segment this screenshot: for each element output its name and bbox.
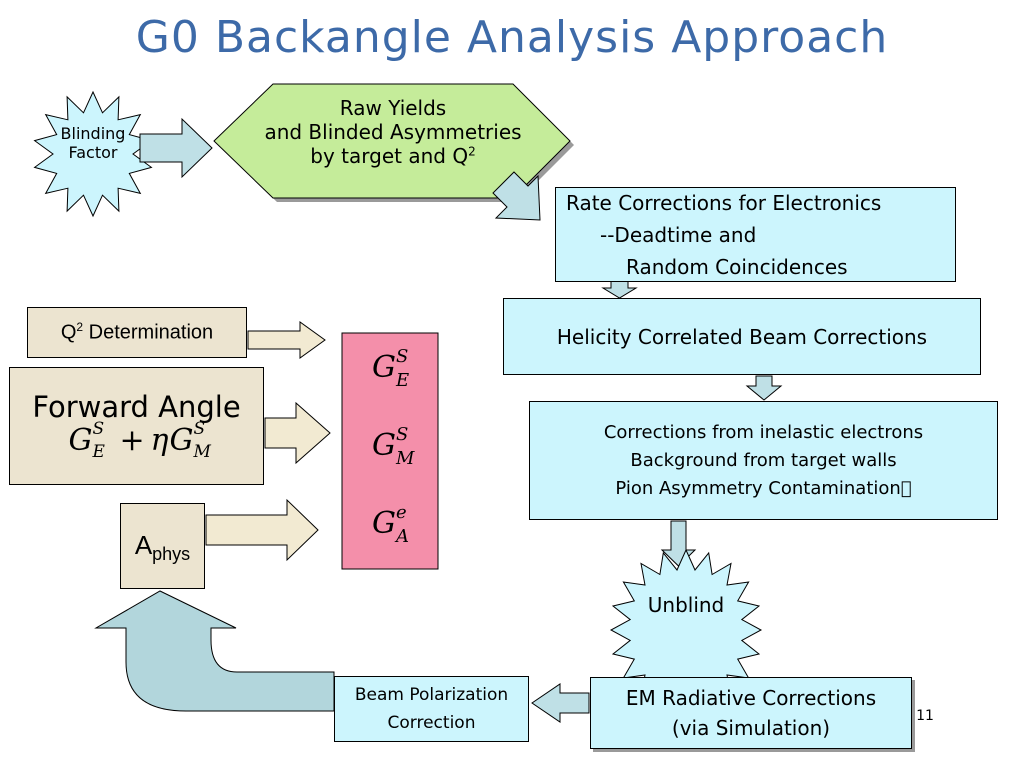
rate-corrections-box: Rate Corrections for Electronics --Deadt…	[555, 187, 956, 282]
result-gsm: G S M	[372, 424, 415, 469]
result-gea: G e A	[372, 502, 409, 547]
curved-arrow-to-aphys	[94, 590, 335, 712]
result-gse: G S E	[372, 346, 410, 391]
aphys-box: Aphys	[120, 503, 205, 589]
blinding-factor-label: Blinding Factor	[60, 124, 126, 163]
beam-polarization-box: Beam Polarization Correction	[334, 676, 529, 742]
helicity-corrections-box: Helicity Correlated Beam Corrections	[503, 298, 981, 375]
page-number: 11	[916, 708, 934, 724]
arrow-q2-to-results	[247, 321, 326, 359]
inelastic-corrections-box: Corrections from inelastic electrons Bac…	[529, 401, 998, 520]
arrow-forward-angle-to-results	[264, 401, 331, 465]
unblind-label: Unblind	[647, 593, 725, 617]
arrow-aphys-to-results	[205, 498, 319, 562]
arrow-rate-to-helicity	[601, 279, 638, 299]
results-box	[341, 332, 439, 570]
arrow-em-to-beam-polarization	[531, 683, 590, 723]
em-radiative-box: EM Radiative Corrections (via Simulation…	[590, 677, 912, 749]
arrow-blinding-to-raw-yields	[139, 117, 213, 179]
page-title: G0 Backangle Analysis Approach	[135, 12, 889, 63]
raw-yields-hexagon	[213, 83, 571, 199]
arrow-raw-yields-to-rate-corrections	[492, 171, 541, 221]
raw-yields-label: Raw Yields and Blinded Asymmetries by ta…	[264, 96, 522, 168]
forward-angle-label: Forward Angle	[32, 390, 241, 424]
forward-angle-formula: G S E + η G S M	[68, 418, 211, 462]
blinding-factor-burst	[33, 90, 153, 218]
forward-angle-box: Forward Angle G S E + η G S M	[9, 367, 264, 485]
arrow-helicity-to-inelastic	[745, 375, 783, 401]
q2-determination-box: Q2 Determination	[27, 307, 247, 358]
